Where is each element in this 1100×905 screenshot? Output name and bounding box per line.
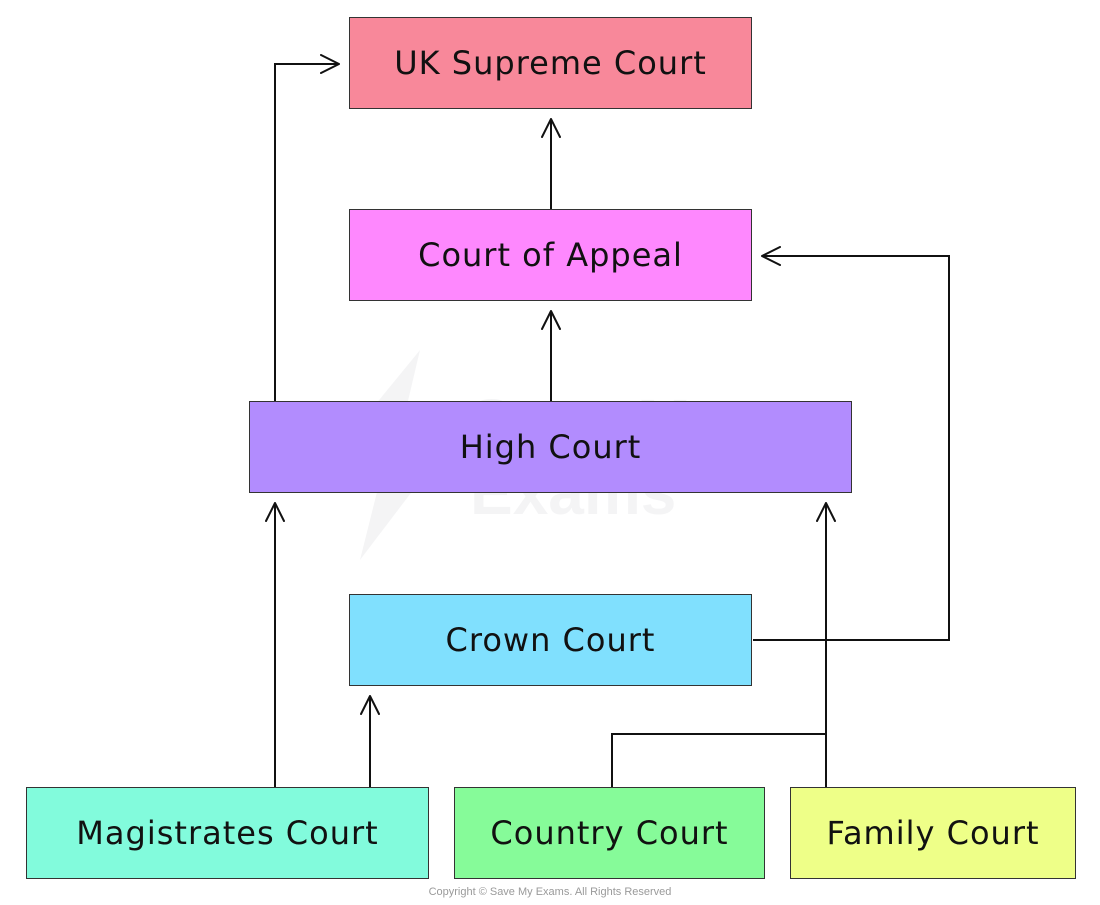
arrow-country-family-to-high — [611, 503, 826, 787]
arrow-high-to-supreme — [274, 54, 340, 401]
node-label: Magistrates Court — [76, 814, 379, 852]
node-magistrates-court: Magistrates Court — [26, 787, 429, 879]
node-label: Court of Appeal — [418, 236, 683, 274]
node-family-court: Family Court — [790, 787, 1076, 879]
node-label: Country Court — [490, 814, 729, 852]
arrow-crown-to-appeal — [753, 246, 950, 641]
node-uk-supreme-court: UK Supreme Court — [349, 17, 752, 109]
node-court-of-appeal: Court of Appeal — [349, 209, 752, 301]
node-country-court: Country Court — [454, 787, 765, 879]
copyright-notice: Copyright © Save My Exams. All Rights Re… — [428, 886, 672, 898]
node-label: Crown Court — [445, 621, 656, 659]
node-label: Family Court — [826, 814, 1040, 852]
node-label: UK Supreme Court — [394, 44, 707, 82]
node-crown-court: Crown Court — [349, 594, 752, 686]
node-label: High Court — [459, 428, 642, 466]
node-high-court: High Court — [249, 401, 852, 493]
